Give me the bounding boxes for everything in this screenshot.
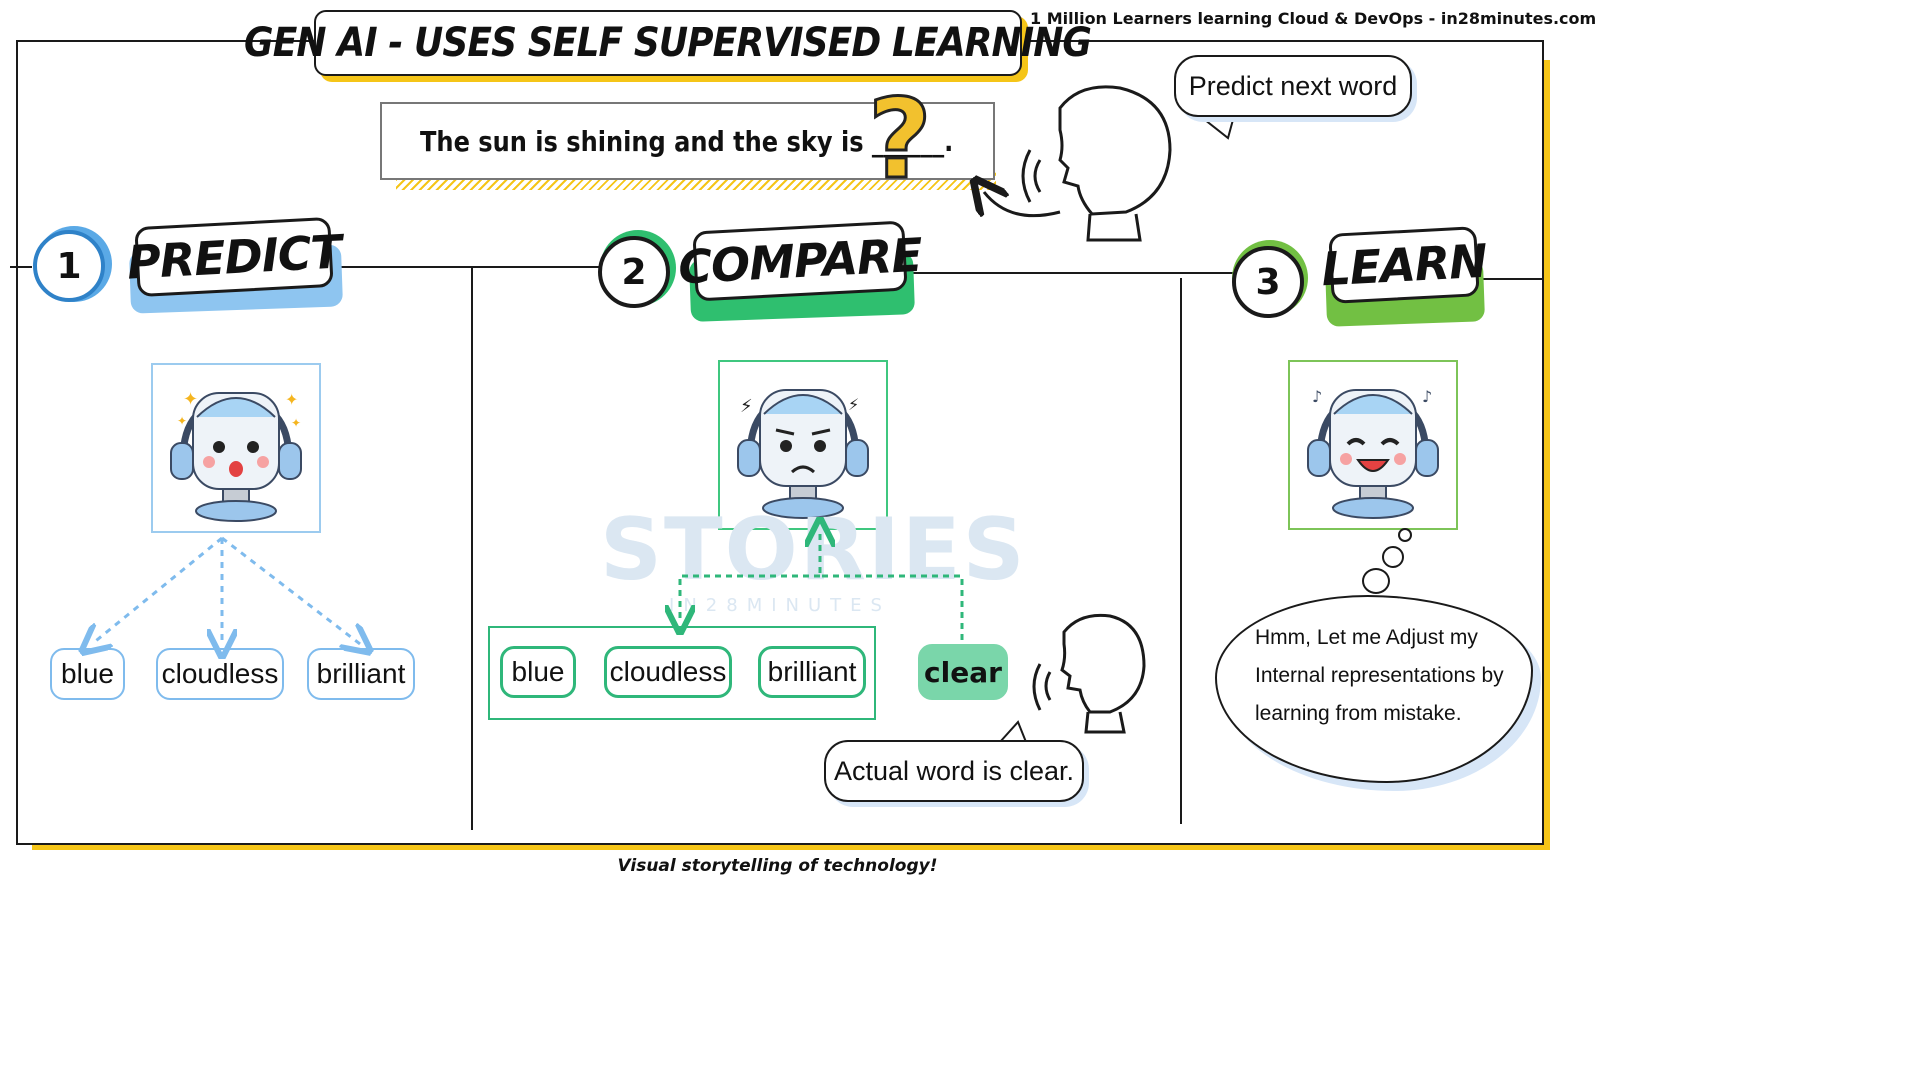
thought-line: Internal representations by — [1255, 664, 1504, 687]
step-1-label: PREDICT — [125, 224, 343, 290]
divider-line — [1480, 278, 1544, 280]
predict-word: cloudless — [161, 658, 279, 689]
divider-line — [912, 272, 1234, 274]
svg-text:✦: ✦ — [291, 416, 301, 430]
site-tagline: 1 Million Learners learning Cloud & DevO… — [1030, 9, 1597, 28]
column-divider — [1180, 278, 1182, 824]
compare-word: blue — [511, 656, 565, 687]
step-2-label-box: COMPARE — [677, 220, 923, 302]
thought-cloud: Hmm, Let me Adjust my Internal represent… — [1215, 595, 1533, 783]
robot-icon: ✦ ✦ ✦ ✦ — [170, 389, 302, 522]
thought-dot — [1398, 528, 1412, 542]
thought-dot — [1362, 568, 1390, 594]
divider-line — [10, 266, 32, 268]
footer-text: Visual storytelling of technology! — [617, 856, 938, 876]
actual-word-chip: clear — [918, 644, 1008, 700]
predict-word-chip: blue — [50, 648, 125, 700]
svg-text:⚡: ⚡ — [740, 396, 753, 417]
actual-word: clear — [924, 655, 1002, 689]
column-divider — [471, 268, 473, 830]
step-3-label-box: LEARN — [1320, 226, 1488, 304]
thought-dot — [1382, 546, 1404, 568]
robot-card-compare: ⚡⚡ — [718, 360, 888, 530]
svg-text:♪: ♪ — [1422, 387, 1432, 406]
title-box: GEN AI - USES SELF SUPERVISED LEARNING — [244, 10, 1092, 76]
svg-text:♪: ♪ — [1312, 387, 1322, 406]
step-3-label: LEARN — [1320, 233, 1488, 297]
speech-bubble-predict: Predict next word — [1174, 55, 1412, 117]
robot-card-predict: ✦ ✦ ✦ ✦ — [151, 363, 321, 533]
predict-word: brilliant — [316, 658, 406, 689]
page-title: GEN AI - USES SELF SUPERVISED LEARNING — [244, 20, 1092, 66]
predict-word-chip: cloudless — [156, 648, 284, 700]
thought-line: learning from mistake. — [1255, 702, 1462, 725]
sentence-text: The sun is shining and the sky is ______… — [420, 124, 954, 158]
predict-word: blue — [61, 658, 114, 689]
step-2-number: 2 — [621, 251, 647, 293]
step-2-badge: 2 — [598, 236, 670, 308]
sentence-box: The sun is shining and the sky is ______… — [380, 102, 995, 180]
step-3-number: 3 — [1255, 261, 1281, 303]
step-1-badge: 1 — [33, 230, 105, 302]
thought-line: Hmm, Let me Adjust my — [1255, 626, 1478, 649]
compare-word: cloudless — [609, 656, 727, 687]
question-mark-icon: ? — [867, 75, 934, 203]
step-2-label: COMPARE — [676, 227, 924, 295]
predict-word-chip: brilliant — [307, 648, 415, 700]
svg-text:⚡: ⚡ — [848, 395, 859, 414]
svg-text:✦: ✦ — [183, 389, 198, 410]
svg-text:✦: ✦ — [285, 390, 298, 409]
divider-line — [336, 266, 602, 268]
watermark: STORIES — [600, 500, 1027, 600]
step-1-number: 1 — [56, 245, 82, 287]
speech-bubble-actual: Actual word is clear. — [824, 740, 1084, 802]
svg-text:✦: ✦ — [177, 414, 187, 428]
robot-card-learn: ♪♪ — [1288, 360, 1458, 530]
speech-bubble-predict-text: Predict next word — [1188, 70, 1398, 101]
step-3-badge: 3 — [1232, 246, 1304, 318]
compare-word-chip: blue — [500, 646, 576, 698]
watermark-sub: IN28MINUTES — [669, 595, 891, 616]
robot-happy-icon: ♪♪ — [1307, 387, 1439, 519]
compare-word-chip: cloudless — [604, 646, 732, 698]
step-1-label-box: PREDICT — [126, 216, 342, 298]
robot-confused-icon: ⚡⚡ — [737, 389, 869, 519]
speech-bubble-actual-text: Actual word is clear. — [833, 755, 1075, 786]
compare-word-chip: brilliant — [758, 646, 866, 698]
compare-word: brilliant — [767, 656, 857, 687]
